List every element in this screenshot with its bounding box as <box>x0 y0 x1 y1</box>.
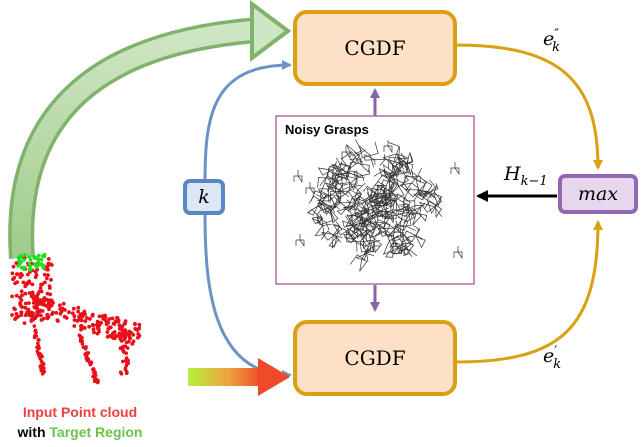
k-block: k <box>183 179 225 215</box>
max-label: max <box>578 183 618 205</box>
h-sub: k−1 <box>521 174 548 189</box>
e-bot-sup: ′ <box>554 344 557 359</box>
noisy-grasps-title: Noisy Grasps <box>285 122 369 137</box>
bottom-cgdf-block: CGDF <box>293 320 457 396</box>
e-top-sup: ″ <box>554 27 559 42</box>
h-base: H <box>503 163 521 185</box>
cgdf-to-max-arrows <box>454 43 603 364</box>
top-cgdf-label: CGDF <box>344 36 405 60</box>
caption-target-region: Target Region <box>49 424 143 440</box>
gradient-input-arrow-icon <box>188 358 290 396</box>
top-cgdf-block: CGDF <box>293 10 457 86</box>
e-bot-label: e′k <box>543 344 561 372</box>
e-bot-sub: k <box>553 357 561 372</box>
bottom-cgdf-label: CGDF <box>344 346 405 370</box>
caption-line1: Input Point cloud <box>22 404 138 420</box>
noisy-grasps-panel: Noisy Grasps <box>275 115 475 285</box>
e-top-sub: k <box>552 40 560 55</box>
e-bot-base: e <box>543 345 554 367</box>
target-region-arrow <box>8 0 292 259</box>
noisy-grasps-scatter-icon <box>293 139 463 272</box>
caption-prefix: with <box>17 424 50 440</box>
max-block: max <box>558 174 638 214</box>
point-cloud-caption-line2: with Target Region <box>0 424 160 440</box>
e-top-label: e″k <box>543 27 560 55</box>
k-label: k <box>198 186 210 208</box>
point-cloud-chair-icon <box>10 252 142 385</box>
point-cloud-caption: Input Point cloud <box>0 404 160 420</box>
e-top-base: e <box>543 28 554 50</box>
h-label: Hk−1 <box>503 163 548 189</box>
